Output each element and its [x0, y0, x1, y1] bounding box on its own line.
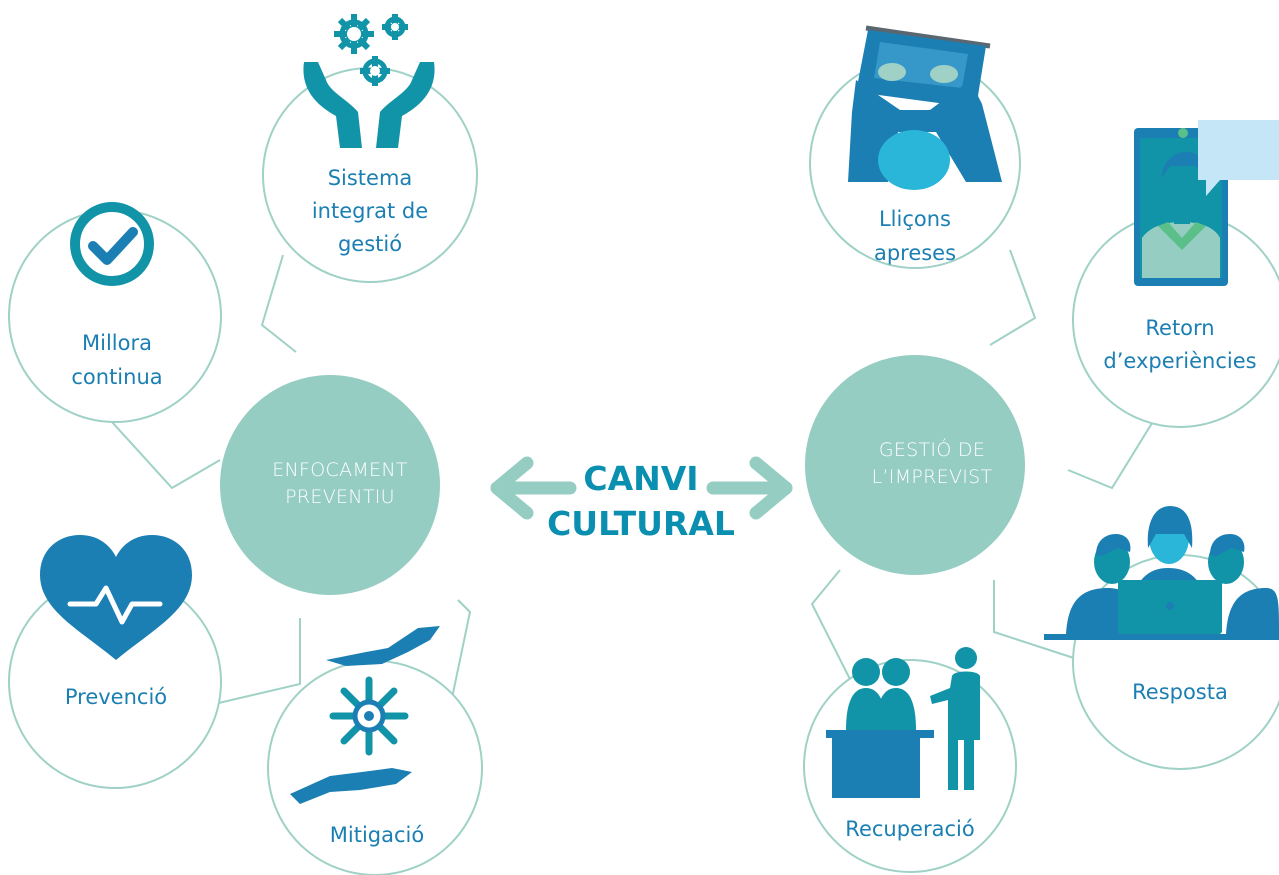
node-label-sistema-2: integrat de — [312, 199, 428, 223]
gears-in-hands-icon — [303, 14, 435, 148]
hub-left-label-1: ENFOCAMENT — [272, 459, 408, 481]
connector-llicons — [989, 249, 1037, 346]
node-label-resposta: Resposta — [1132, 680, 1228, 704]
person-laptop-icon — [848, 25, 1002, 190]
connector-prevencio — [209, 618, 301, 706]
node-label-sistema-3: gestió — [338, 232, 402, 256]
hands-helping-icon — [290, 626, 440, 804]
node-label-sistema-1: Sistema — [328, 166, 413, 190]
connectors — [111, 249, 1166, 706]
check-circle-icon — [70, 202, 154, 286]
heart-pulse-icon — [40, 535, 192, 660]
center-label-1: CANVI — [583, 459, 698, 498]
arrow-right-icon — [706, 456, 793, 520]
node-label-millora-2: continua — [71, 365, 162, 389]
node-label-llicons-1: Lliçons — [879, 207, 951, 231]
node-label-llicons-2: apreses — [874, 241, 956, 265]
connector-millora — [111, 421, 221, 490]
hub-left-label-2: PREVENTIU — [285, 486, 395, 508]
hub-left-circle — [220, 375, 440, 595]
person-tablet-speech-icon — [1134, 120, 1279, 286]
node-circle-millora — [8, 209, 222, 423]
connector-recuperacio — [810, 569, 859, 696]
connector-resposta — [993, 580, 1081, 661]
node-label-prevencio: Prevenció — [65, 685, 167, 709]
connector-sistema — [260, 254, 297, 353]
connector-mitigacio — [451, 599, 472, 699]
node-label-millora-1: Millora — [82, 331, 152, 355]
hub-right-circle — [805, 355, 1025, 575]
team-laptop-icon — [1044, 506, 1279, 640]
hub-right-label-2: L’IMPREVIST — [872, 466, 993, 488]
node-label-retorn-2: d’experiències — [1103, 349, 1256, 373]
arrow-left-icon — [490, 456, 577, 520]
node-label-recuperacio: Recuperació — [845, 817, 974, 841]
meeting-presenter-icon — [826, 647, 980, 798]
hub-right-label-1: GESTIÓ DE — [879, 437, 985, 461]
center-label-2: CULTURAL — [547, 504, 735, 543]
connector-retorn — [1067, 401, 1166, 490]
node-label-mitigacio: Mitigació — [330, 823, 424, 847]
node-label-retorn-1: Retorn — [1145, 316, 1214, 340]
